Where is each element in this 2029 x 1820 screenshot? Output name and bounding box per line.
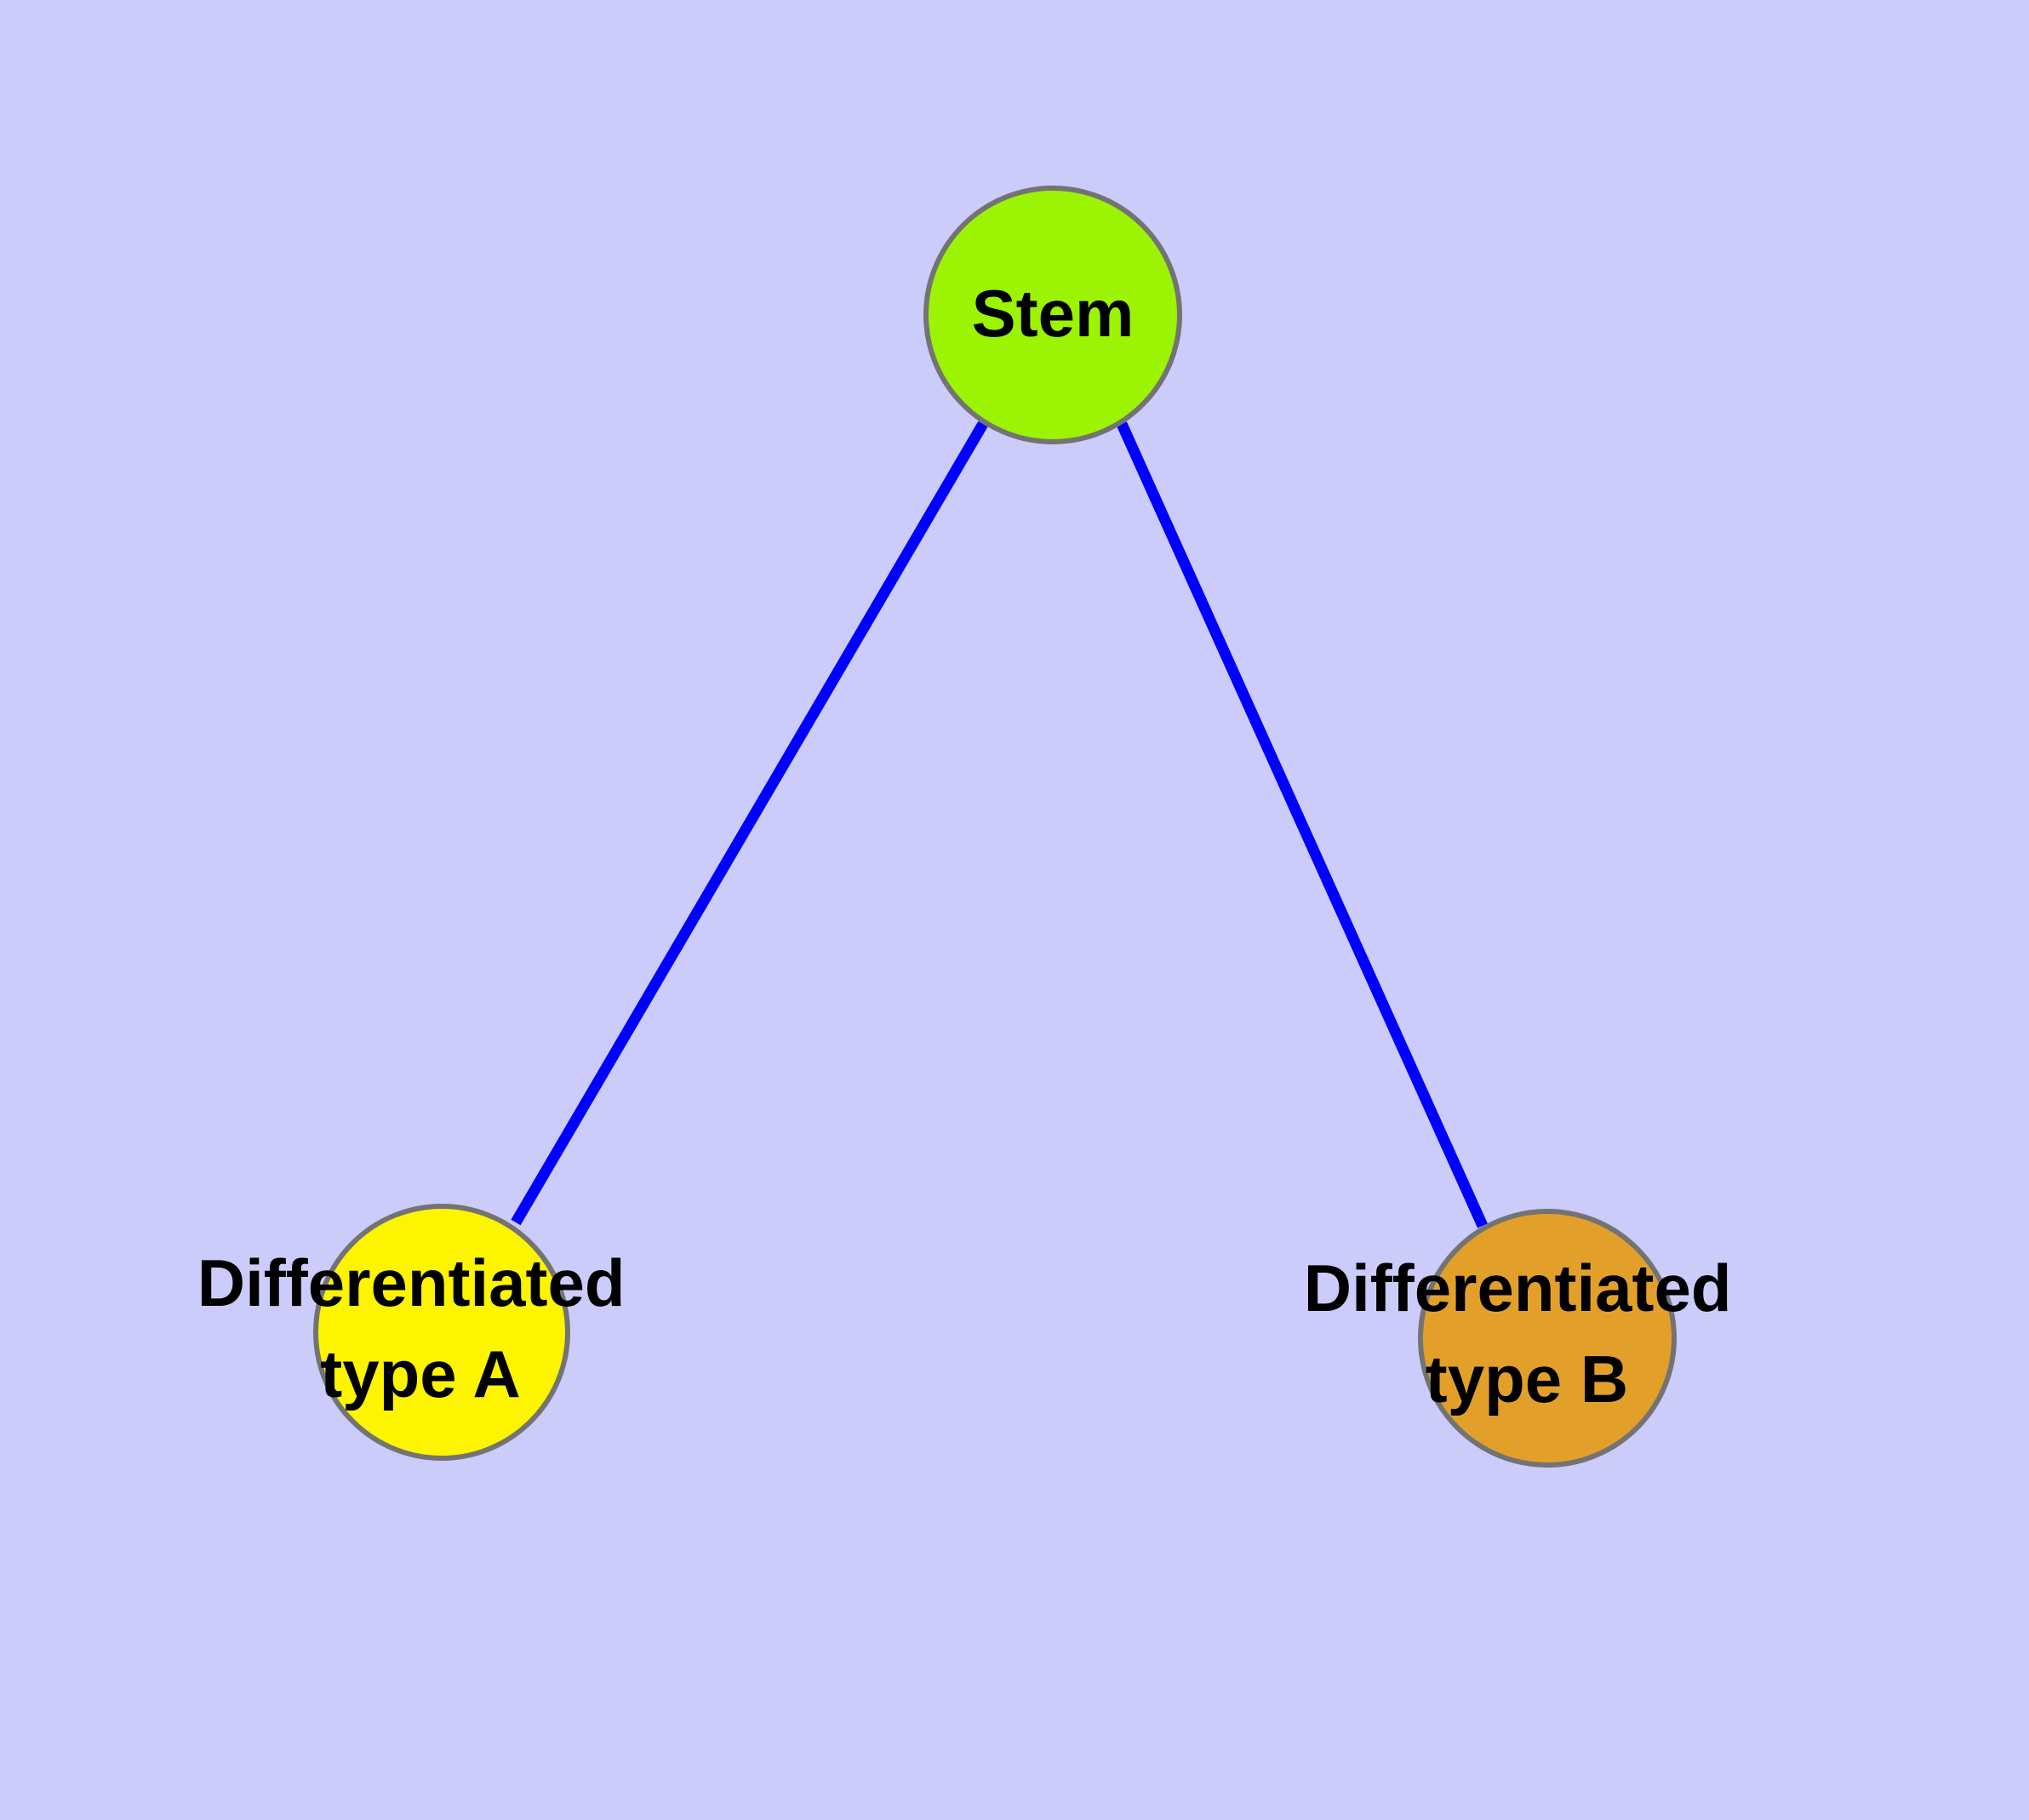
node-stem[interactable]: Stem <box>923 186 1182 444</box>
node-differentiated-type-a-label: Differentiated type A <box>197 1245 643 1411</box>
edge-layer <box>511 421 1488 1228</box>
node-differentiated-type-a-label-line-1: Differentiated <box>197 1245 626 1320</box>
edge-stem-to-differentiated-a[interactable] <box>511 421 988 1226</box>
node-differentiated-type-a-label-line-2: type A <box>320 1336 521 1411</box>
node-differentiated-type-a-circle[interactable] <box>313 1204 570 1461</box>
edge-stem-to-differentiated-b[interactable] <box>1117 421 1488 1228</box>
node-stem-label-line-1: Stem <box>972 276 1135 351</box>
node-stem-circle[interactable] <box>923 186 1182 444</box>
node-differentiated-type-b[interactable]: Differentiated type B <box>1304 1209 1750 1468</box>
node-differentiated-type-b-label: Differentiated type B <box>1304 1251 1750 1417</box>
node-differentiated-type-b-circle[interactable] <box>1418 1209 1677 1468</box>
node-differentiated-type-b-label-line-2: type B <box>1426 1342 1628 1417</box>
node-differentiated-type-b-label-line-1: Differentiated <box>1304 1251 1732 1325</box>
node-differentiated-type-a[interactable]: Differentiated type A <box>197 1204 643 1461</box>
node-stem-label: Stem <box>972 276 1135 351</box>
